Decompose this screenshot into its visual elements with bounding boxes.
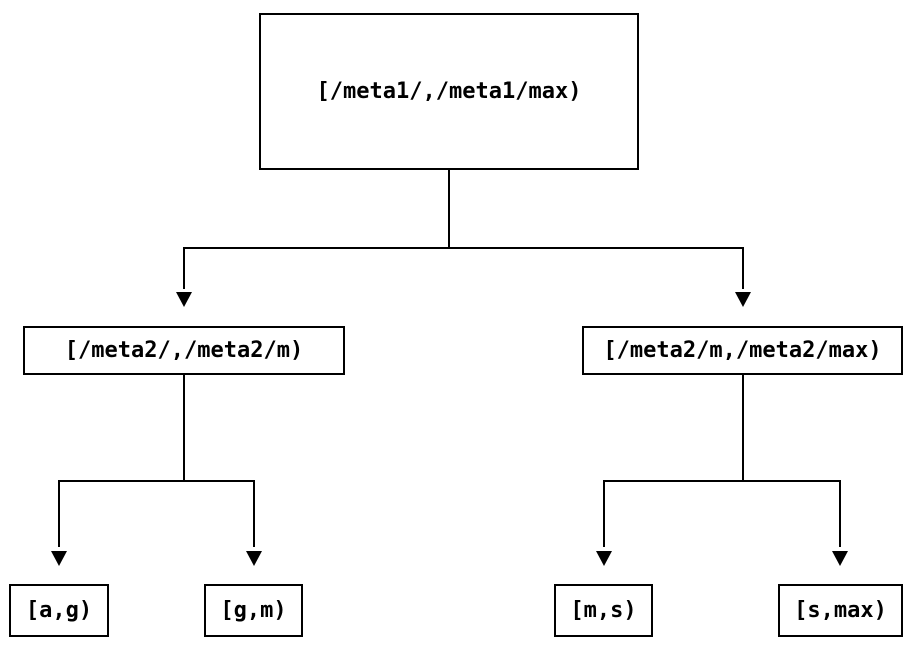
node-leaf-a-g: [a,g) [9,584,109,637]
edge-root-to-children-rail [183,247,744,289]
node-left-meta2-range: [/meta2/,/meta2/m) [23,326,345,375]
node-root-meta1-range: [/meta1/,/meta1/max) [259,13,639,170]
arrowhead-leaf-ag [51,551,67,566]
arrowhead-leaf-ms [596,551,612,566]
node-leaf-g-m: [g,m) [204,584,303,637]
node-right-meta2-range: [/meta2/m,/meta2/max) [582,326,903,375]
edge-right-child-rail [603,480,841,547]
node-leaf-m-s: [m,s) [554,584,653,637]
arrowhead-left-child [176,292,192,307]
arrowhead-right-child [735,292,751,307]
arrowhead-leaf-smax [832,551,848,566]
arrowhead-leaf-gm [246,551,262,566]
edge-left-child-rail [58,480,255,547]
node-leaf-s-max: [s,max) [778,584,903,637]
